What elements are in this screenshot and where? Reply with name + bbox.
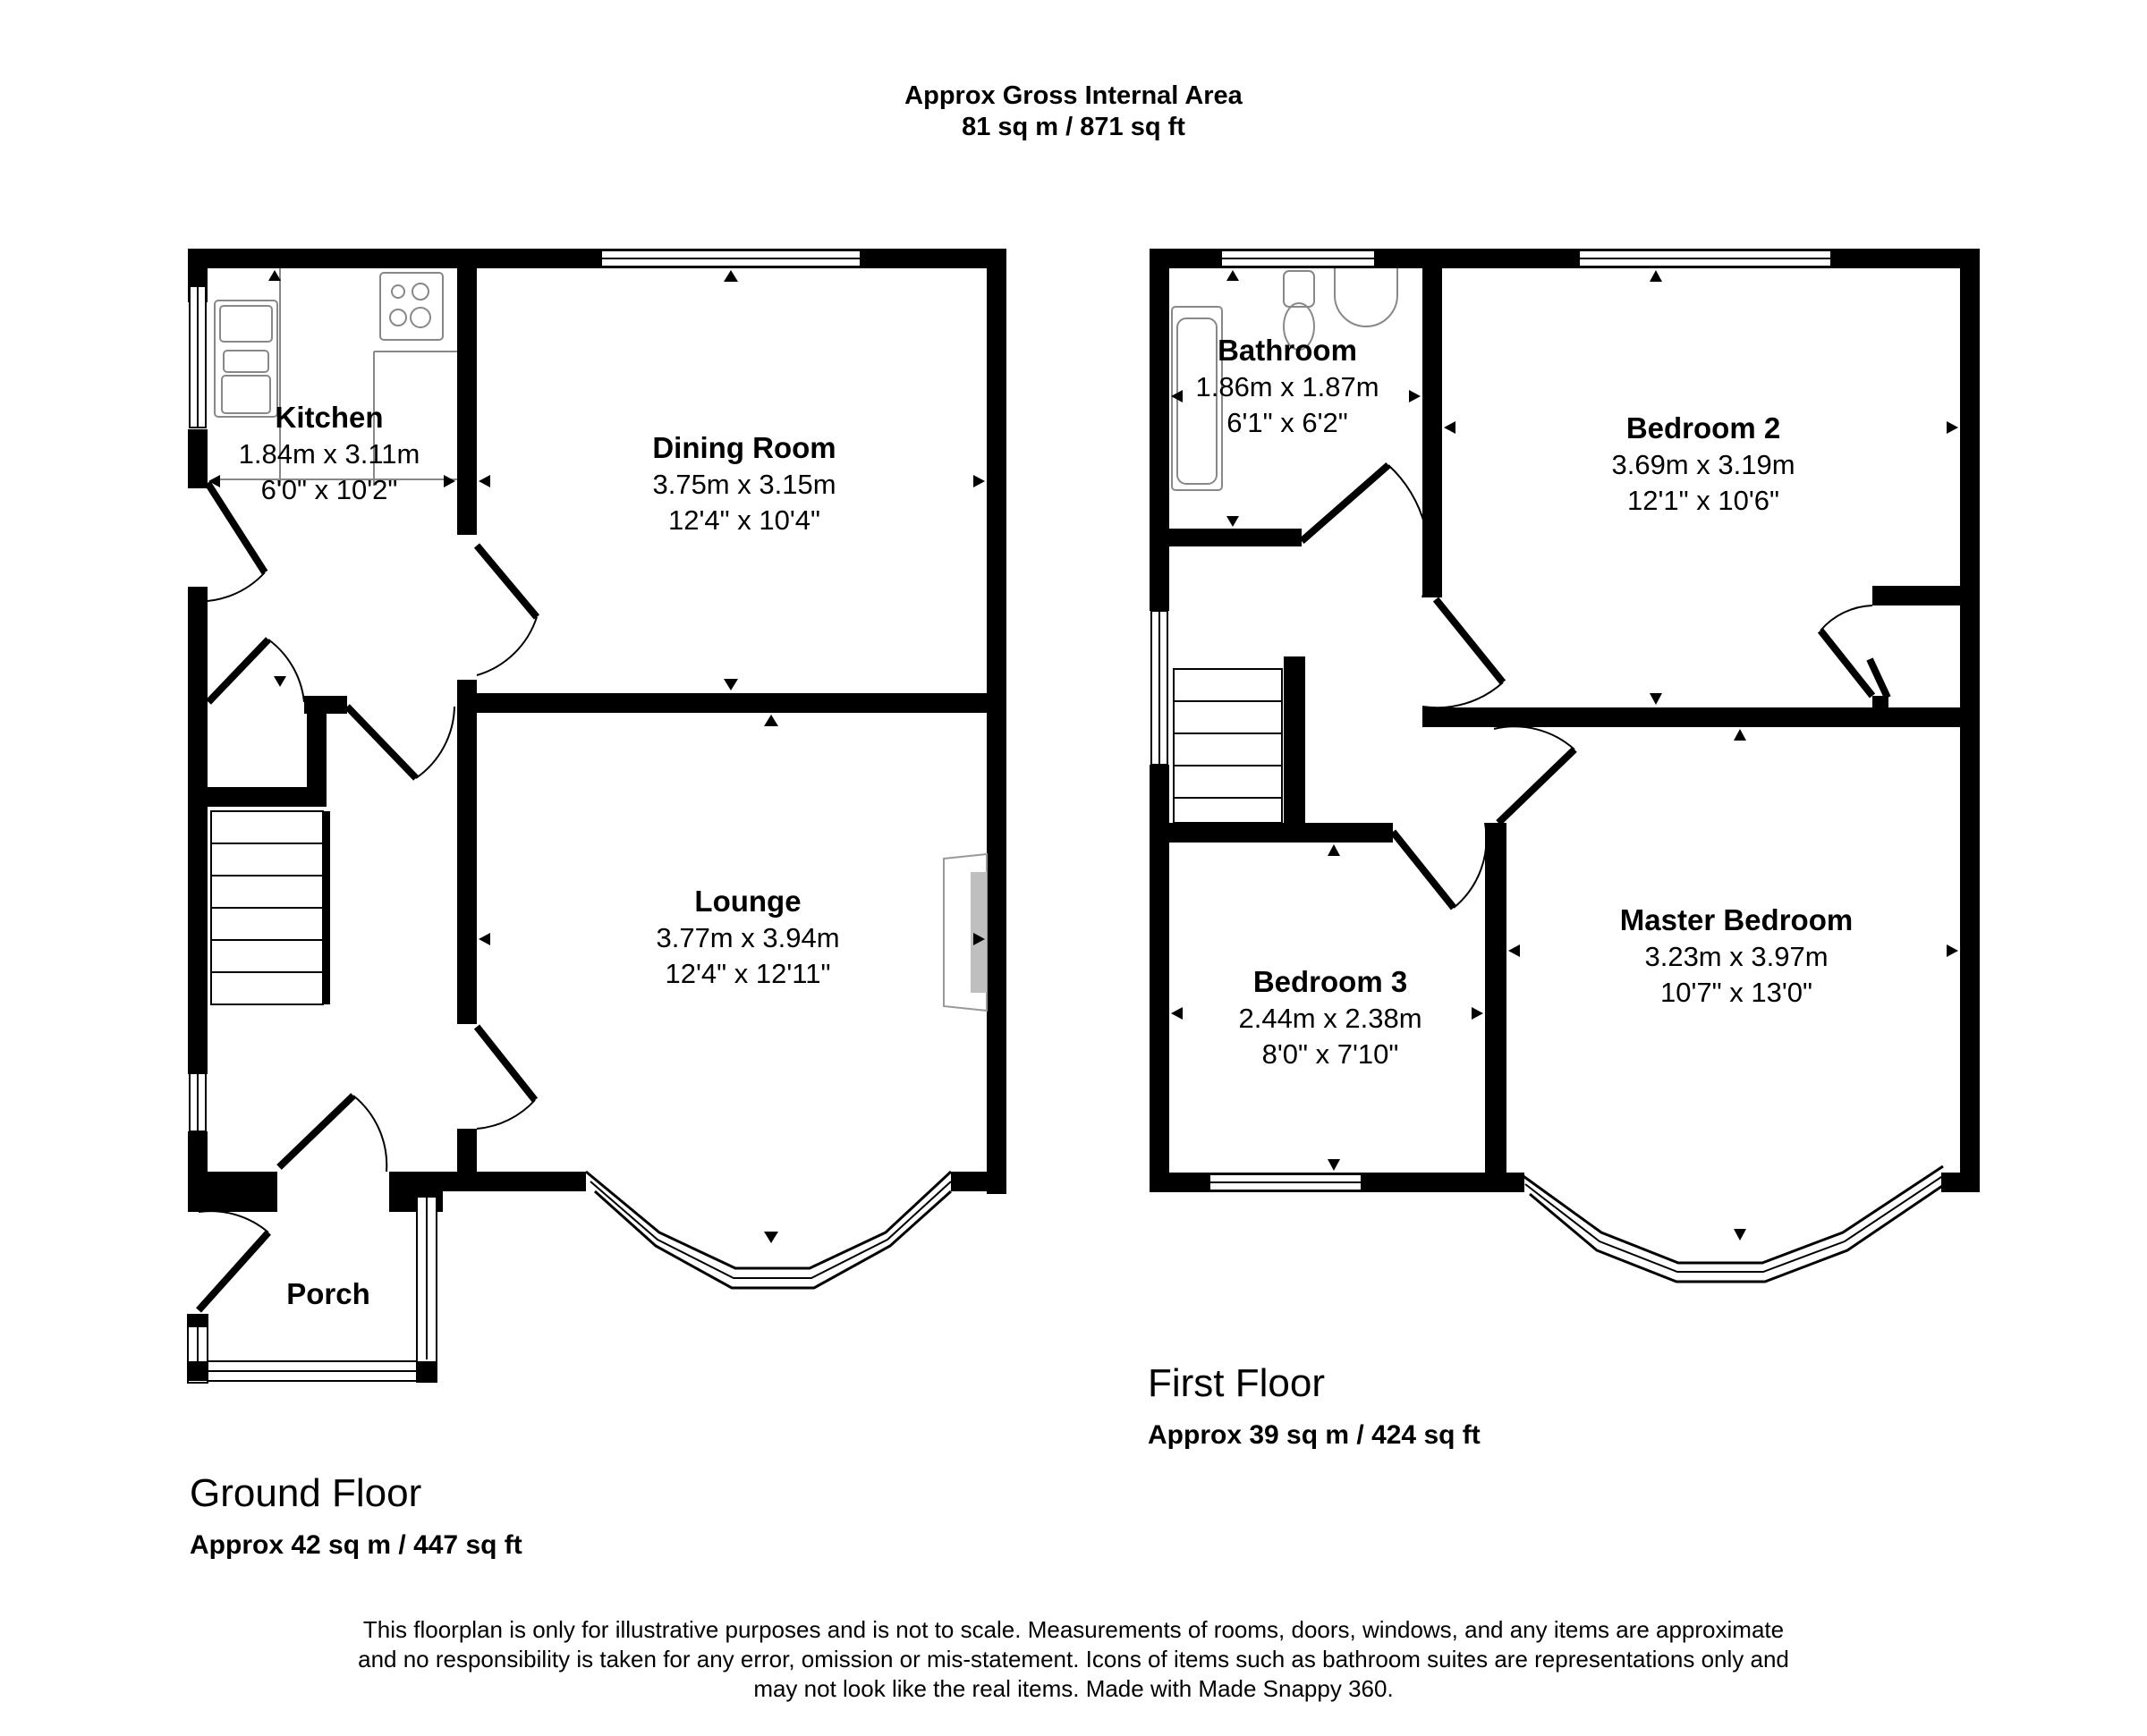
ground-floor-title: Ground Floor — [190, 1471, 422, 1515]
room-name-bedroom3: Bedroom 3 — [1253, 965, 1407, 998]
ground-floor-plan — [187, 249, 1006, 1384]
bath-icon — [1171, 306, 1223, 491]
room-metric-bathroom: 1.86m x 1.87m — [1195, 371, 1379, 402]
room-imperial-dining: 12'4" x 10'4" — [668, 504, 820, 536]
hob-icon — [379, 272, 444, 341]
room-name-bathroom: Bathroom — [1218, 334, 1357, 367]
toilet-icon — [1283, 270, 1315, 308]
room-labels: Kitchen 1.84m x 3.11m 6'0" x 10'2" Dinin… — [239, 334, 1854, 1310]
disclaimer-line-2: and no responsibility is taken for any e… — [358, 1646, 1789, 1672]
room-metric-master-bedroom: 3.23m x 3.97m — [1644, 941, 1828, 972]
wall — [987, 249, 1006, 1194]
kitchen-fittings — [214, 268, 457, 486]
dimension-markers — [208, 270, 985, 1243]
room-name-porch: Porch — [286, 1277, 370, 1310]
bay-window — [585, 1170, 953, 1290]
sink-icon — [214, 300, 278, 418]
room-metric-bedroom3: 2.44m x 2.38m — [1238, 1003, 1421, 1034]
dimension-markers — [1171, 270, 1958, 1241]
bathroom-fittings — [1171, 268, 1398, 491]
room-imperial-lounge: 12'4" x 12'11" — [666, 958, 831, 989]
bay-window — [1520, 1164, 1951, 1283]
room-metric-lounge: 3.77m x 3.94m — [656, 922, 839, 953]
room-name-kitchen: Kitchen — [275, 401, 383, 434]
basin-icon — [1334, 268, 1398, 327]
room-metric-dining: 3.75m x 3.15m — [652, 469, 836, 500]
first-floor-title: First Floor — [1148, 1361, 1325, 1405]
room-imperial-bedroom2: 12'1" x 10'6" — [1627, 485, 1779, 516]
disclaimer-line-3: may not look like the real items. Made w… — [753, 1675, 1394, 1702]
doors — [189, 480, 540, 1313]
room-imperial-bedroom3: 8'0" x 7'10" — [1262, 1038, 1399, 1070]
room-name-dining: Dining Room — [652, 431, 836, 464]
first-floor-area: Approx 39 sq m / 424 sq ft — [1148, 1420, 1481, 1450]
gross-area-value: 81 sq m / 871 sq ft — [962, 113, 1185, 141]
gross-area-header: Approx Gross Internal Area 81 sq m / 871… — [0, 80, 2147, 143]
room-imperial-kitchen: 6'0" x 10'2" — [261, 474, 398, 505]
ground-floor-area: Approx 42 sq m / 447 sq ft — [190, 1530, 522, 1560]
staircase — [1173, 668, 1283, 824]
disclaimer: This floorplan is only for illustrative … — [0, 1615, 2147, 1704]
staircase — [210, 810, 324, 1005]
gross-area-title: Approx Gross Internal Area — [904, 81, 1243, 110]
room-name-bedroom2: Bedroom 2 — [1626, 411, 1780, 445]
room-name-lounge: Lounge — [694, 885, 801, 918]
room-metric-bedroom2: 3.69m x 3.19m — [1611, 449, 1795, 480]
room-metric-kitchen: 1.84m x 3.11m — [239, 438, 420, 470]
room-imperial-bathroom: 6'1" x 6'2" — [1226, 407, 1348, 438]
wall — [188, 249, 1006, 268]
disclaimer-line-1: This floorplan is only for illustrative … — [362, 1616, 1785, 1643]
first-floor-plan — [1150, 249, 1980, 1283]
room-name-master-bedroom: Master Bedroom — [1620, 903, 1853, 936]
room-imperial-master-bedroom: 10'7" x 13'0" — [1660, 977, 1812, 1008]
doors — [1299, 462, 1891, 910]
